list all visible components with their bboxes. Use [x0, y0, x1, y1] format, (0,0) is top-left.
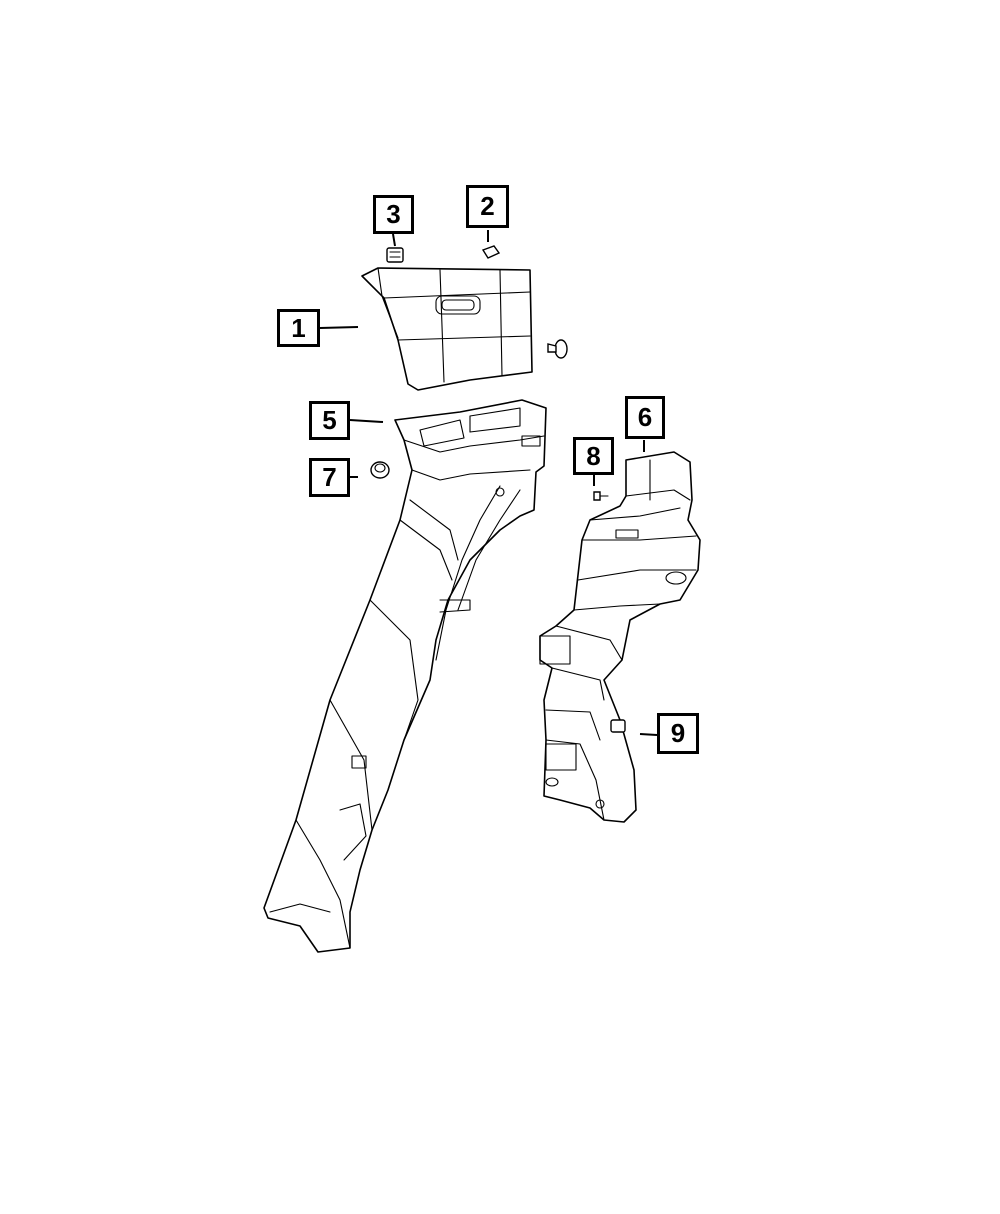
callout-1: 1 — [277, 309, 320, 347]
part-3-clip — [386, 247, 404, 263]
callout-6: 6 — [625, 396, 665, 439]
part-1-upper-trim-panel — [361, 267, 533, 391]
part-8-screw — [593, 491, 609, 501]
leader-lines — [319, 230, 658, 736]
callout-8: 8 — [573, 437, 614, 475]
push-pin-fastener — [547, 339, 568, 359]
callout-7: 7 — [309, 458, 350, 497]
callout-2: 2 — [466, 185, 509, 228]
callout-3: 3 — [373, 195, 414, 234]
callout-9: 9 — [657, 713, 699, 754]
part-5-pillar-trim — [263, 399, 547, 953]
part-6-bracket — [539, 451, 701, 823]
part-7-grommet — [370, 461, 390, 479]
part-2-clip — [481, 245, 501, 259]
callout-5: 5 — [309, 401, 350, 440]
part-9-clip — [610, 719, 626, 733]
